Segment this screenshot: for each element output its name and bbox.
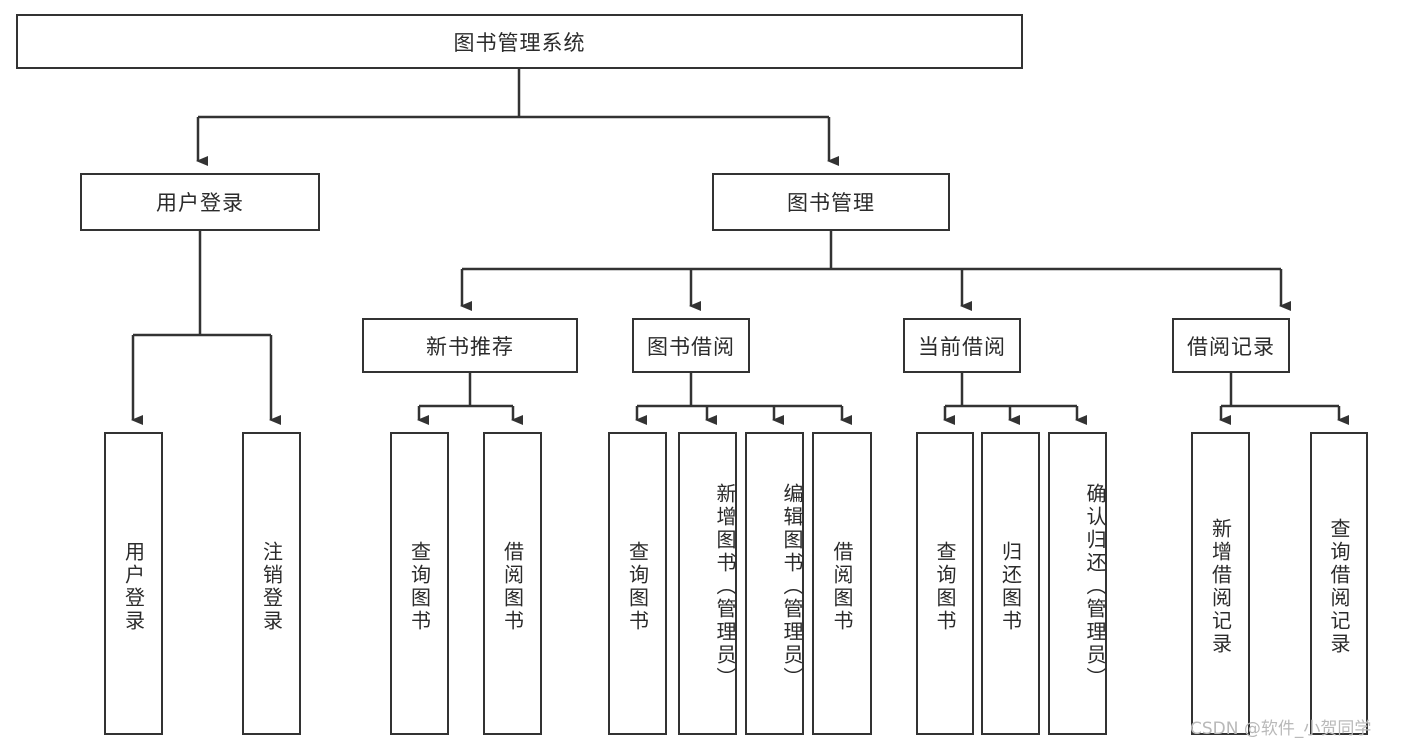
leaf-edit-book-admin[interactable]: 编辑图书（管理员） [745,432,804,735]
node-borrow-record[interactable]: 借阅记录 [1172,318,1290,373]
node-book-borrow[interactable]: 图书借阅 [632,318,750,373]
leaf-query-borrow-record[interactable]: 查询借阅记录 [1310,432,1368,735]
leaf-borrow-book[interactable]: 借阅图书 [812,432,872,735]
node-root-system[interactable]: 图书管理系统 [16,14,1023,69]
leaf-confirm-return-admin[interactable]: 确认归还（管理员） [1048,432,1107,735]
leaf-borrow-book-recommend[interactable]: 借阅图书 [483,432,542,735]
leaf-logout[interactable]: 注销登录 [242,432,301,735]
leaf-add-borrow-record[interactable]: 新增借阅记录 [1191,432,1250,735]
node-book-management[interactable]: 图书管理 [712,173,950,231]
node-current-borrow[interactable]: 当前借阅 [903,318,1021,373]
leaf-user-login[interactable]: 用户登录 [104,432,163,735]
leaf-query-book-borrow[interactable]: 查询图书 [608,432,667,735]
leaf-add-book-admin[interactable]: 新增图书（管理员） [678,432,737,735]
leaf-query-book-recommend[interactable]: 查询图书 [390,432,449,735]
leaf-query-book-current[interactable]: 查询图书 [916,432,974,735]
node-new-book-recommend[interactable]: 新书推荐 [362,318,578,373]
leaf-return-book[interactable]: 归还图书 [981,432,1040,735]
node-user-login[interactable]: 用户登录 [80,173,320,231]
csdn-watermark: CSDN @软件_小贺同学 [1190,719,1372,739]
